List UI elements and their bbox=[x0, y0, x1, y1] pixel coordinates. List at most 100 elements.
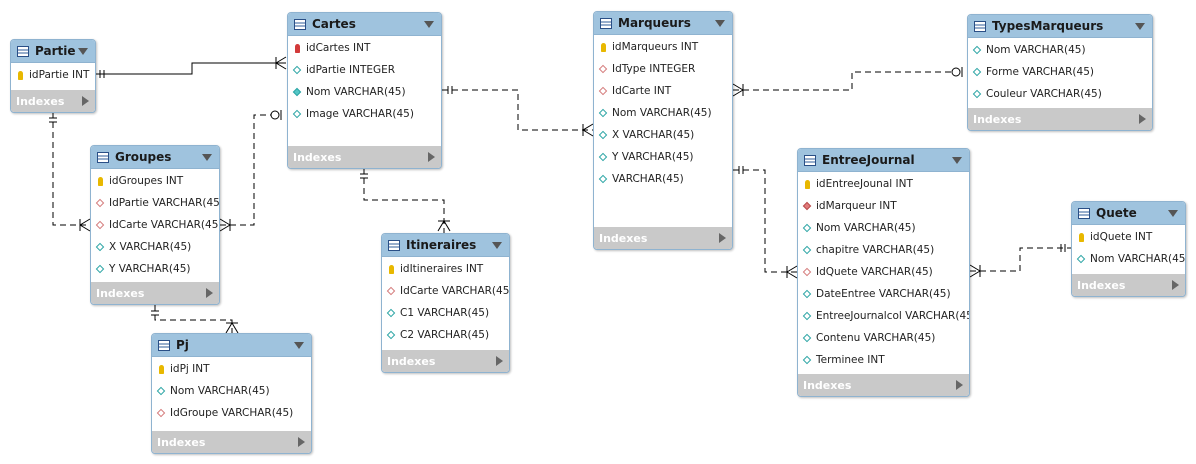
column-row[interactable]: Terminee INT bbox=[798, 349, 969, 371]
expand-arrow-icon[interactable] bbox=[1172, 280, 1179, 290]
table-header[interactable]: Quete bbox=[1072, 202, 1185, 225]
column-row[interactable]: IdQuete VARCHAR(45) bbox=[798, 261, 969, 283]
table-marqueurs[interactable]: Marqueurs†idMarqueurs INT IdType INTEGER I… bbox=[593, 11, 733, 250]
indexes-label: Indexes bbox=[1077, 278, 1126, 292]
column-row[interactable]: IdGroupe VARCHAR(45) bbox=[152, 402, 311, 424]
expand-arrow-icon[interactable] bbox=[82, 96, 89, 106]
column-row[interactable]: Y VARCHAR(45) bbox=[594, 146, 732, 168]
indexes-section[interactable]: Indexes bbox=[382, 350, 509, 372]
table-quete[interactable]: Quete†idQuete INT Nom VARCHAR(45) Indexes bbox=[1071, 201, 1186, 297]
table-header[interactable]: Cartes bbox=[288, 13, 441, 36]
chevron-down-icon[interactable] bbox=[1168, 209, 1178, 217]
column-label: chapitre VARCHAR(45) bbox=[816, 244, 935, 256]
indexes-section[interactable]: Indexes bbox=[1072, 274, 1185, 296]
table-header[interactable]: TypesMarqueurs bbox=[968, 15, 1152, 38]
column-row[interactable]: C2 VARCHAR(45) bbox=[382, 324, 509, 346]
column-row[interactable]: DateEntree VARCHAR(45) bbox=[798, 283, 969, 305]
indexes-section[interactable]: Indexes bbox=[11, 90, 95, 112]
chevron-down-icon[interactable] bbox=[78, 47, 88, 55]
expand-arrow-icon[interactable] bbox=[298, 437, 305, 447]
column-row[interactable]: †idPj INT bbox=[152, 358, 311, 380]
foreign-key-icon bbox=[802, 267, 812, 277]
chevron-down-icon[interactable] bbox=[1135, 22, 1145, 30]
column-label: idPartie INT bbox=[29, 69, 90, 81]
column-row[interactable]: IdPartie VARCHAR(45) bbox=[91, 192, 219, 214]
column-row[interactable]: Contenu VARCHAR(45) bbox=[798, 327, 969, 349]
indexes-label: Indexes bbox=[599, 231, 648, 245]
column-row[interactable]: Nom VARCHAR(45) bbox=[1072, 248, 1185, 270]
column-row[interactable]: Nom VARCHAR(45) bbox=[798, 217, 969, 239]
table-header[interactable]: EntreeJournal bbox=[798, 149, 969, 172]
table-header[interactable]: Itineraires bbox=[382, 234, 509, 257]
column-row[interactable]: Nom VARCHAR(45) bbox=[288, 81, 441, 103]
column-row[interactable]: C1 VARCHAR(45) bbox=[382, 302, 509, 324]
expand-arrow-icon[interactable] bbox=[956, 380, 963, 390]
chevron-down-icon[interactable] bbox=[492, 241, 502, 249]
chevron-down-icon[interactable] bbox=[202, 153, 212, 161]
column-row[interactable]: †idQuete INT bbox=[1072, 226, 1185, 248]
indexes-section[interactable]: Indexes bbox=[288, 146, 441, 168]
column-row[interactable]: Nom VARCHAR(45) bbox=[594, 102, 732, 124]
table-icon bbox=[158, 339, 170, 351]
column-row[interactable]: X VARCHAR(45) bbox=[91, 236, 219, 258]
column-row[interactable]: Image VARCHAR(45) bbox=[288, 103, 441, 125]
expand-arrow-icon[interactable] bbox=[1139, 114, 1146, 124]
table-header[interactable]: Groupes bbox=[91, 146, 219, 169]
foreign-key-icon bbox=[598, 64, 608, 74]
indexes-section[interactable]: Indexes bbox=[152, 431, 311, 453]
chevron-down-icon[interactable] bbox=[715, 19, 725, 27]
column-row[interactable]: Couleur VARCHAR(45) bbox=[968, 83, 1152, 105]
column-label: Nom VARCHAR(45) bbox=[1090, 253, 1186, 265]
column-label: Couleur VARCHAR(45) bbox=[986, 88, 1102, 100]
column-row[interactable]: idPartie INTEGER bbox=[288, 59, 441, 81]
column-row[interactable]: Nom VARCHAR(45) bbox=[152, 380, 311, 402]
column-row[interactable]: IdType INTEGER bbox=[594, 58, 732, 80]
indexes-section[interactable]: Indexes bbox=[968, 108, 1152, 130]
column-row[interactable]: VARCHAR(45) bbox=[594, 168, 732, 190]
table-partie[interactable]: Partie†idPartie INT Indexes bbox=[10, 39, 96, 113]
indexes-section[interactable]: Indexes bbox=[91, 282, 219, 304]
chevron-down-icon[interactable] bbox=[294, 341, 304, 349]
column-row[interactable]: IdCarte VARCHAR(45) bbox=[91, 214, 219, 236]
column-row[interactable]: IdCarte INT bbox=[594, 80, 732, 102]
column-row[interactable]: †idMarqueurs INT bbox=[594, 36, 732, 58]
table-icon bbox=[294, 18, 306, 30]
column-label: Nom VARCHAR(45) bbox=[612, 107, 712, 119]
column-row[interactable]: Y VARCHAR(45) bbox=[91, 258, 219, 280]
column-row[interactable]: †idPartie INT bbox=[11, 64, 95, 86]
column-row[interactable]: IdCarte VARCHAR(45) bbox=[382, 280, 509, 302]
indexes-section[interactable]: Indexes bbox=[798, 374, 969, 396]
expand-arrow-icon[interactable] bbox=[496, 356, 503, 366]
chevron-down-icon[interactable] bbox=[952, 156, 962, 164]
column-label: C2 VARCHAR(45) bbox=[400, 329, 490, 341]
indexes-section[interactable]: Indexes bbox=[594, 227, 732, 249]
column-row[interactable]: †idGroupes INT bbox=[91, 170, 219, 192]
expand-arrow-icon[interactable] bbox=[428, 152, 435, 162]
column-row[interactable]: †idItineraires INT bbox=[382, 258, 509, 280]
column-row[interactable]: Forme VARCHAR(45) bbox=[968, 61, 1152, 83]
column-row[interactable]: †idCartes INT bbox=[288, 37, 441, 59]
column-row[interactable]: †idEntreeJounal INT bbox=[798, 173, 969, 195]
column-row[interactable]: X VARCHAR(45) bbox=[594, 124, 732, 146]
expand-arrow-icon[interactable] bbox=[719, 233, 726, 243]
table-header[interactable]: Pj bbox=[152, 334, 311, 357]
column-label: Nom VARCHAR(45) bbox=[306, 86, 406, 98]
table-entreejournal[interactable]: EntreeJournal†idEntreeJounal INTidMarque… bbox=[797, 148, 970, 397]
table-header[interactable]: Partie bbox=[11, 40, 95, 63]
column-label: IdType INTEGER bbox=[612, 63, 696, 75]
column-row[interactable]: chapitre VARCHAR(45) bbox=[798, 239, 969, 261]
column-row[interactable]: Nom VARCHAR(45) bbox=[968, 39, 1152, 61]
expand-arrow-icon[interactable] bbox=[206, 288, 213, 298]
table-header[interactable]: Marqueurs bbox=[594, 12, 732, 35]
column-row[interactable]: idMarqueur INT bbox=[798, 195, 969, 217]
column-row[interactable]: EntreeJournalcol VARCHAR(45) bbox=[798, 305, 969, 327]
chevron-down-icon[interactable] bbox=[424, 20, 434, 28]
column-list: †idQuete INT Nom VARCHAR(45) bbox=[1072, 225, 1185, 272]
